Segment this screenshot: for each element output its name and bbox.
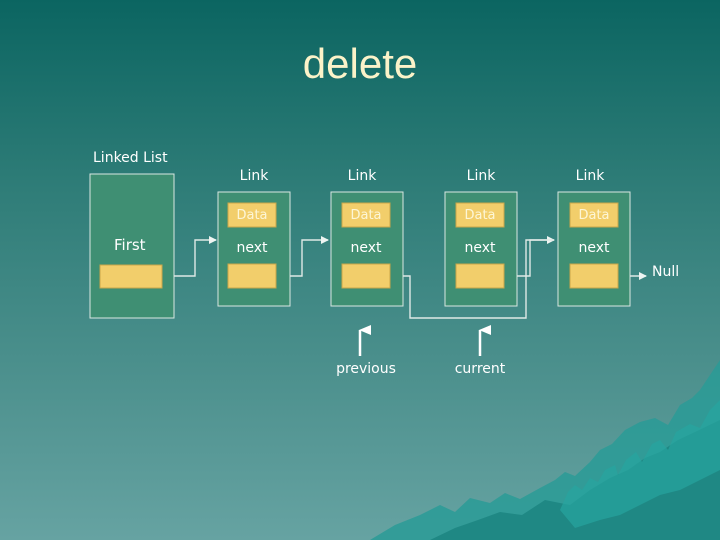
first-label: First	[114, 236, 146, 254]
link-4-data: Data	[570, 208, 618, 223]
link-3-next: next	[435, 240, 525, 256]
next-field	[342, 264, 390, 288]
null-label: Null	[652, 264, 679, 280]
mountain-decoration	[370, 360, 720, 540]
link-2-next: next	[321, 240, 411, 256]
link-2-data: Data	[342, 208, 390, 223]
link-4-next: next	[549, 240, 639, 256]
link-2-header: Link	[317, 168, 407, 184]
previous-label: previous	[321, 361, 411, 377]
link-1-next: next	[207, 240, 297, 256]
link-3-data: Data	[456, 208, 504, 223]
next-field	[456, 264, 504, 288]
next-field	[228, 264, 276, 288]
current-label: current	[435, 361, 525, 377]
link-1-header: Link	[209, 168, 299, 184]
link-1-data: Data	[228, 208, 276, 223]
next-field	[570, 264, 618, 288]
link-3-header: Link	[436, 168, 526, 184]
link-4-header: Link	[545, 168, 635, 184]
first-field	[100, 265, 162, 288]
slide-title: delete	[0, 40, 720, 88]
linked-list-label: Linked List	[93, 150, 168, 166]
